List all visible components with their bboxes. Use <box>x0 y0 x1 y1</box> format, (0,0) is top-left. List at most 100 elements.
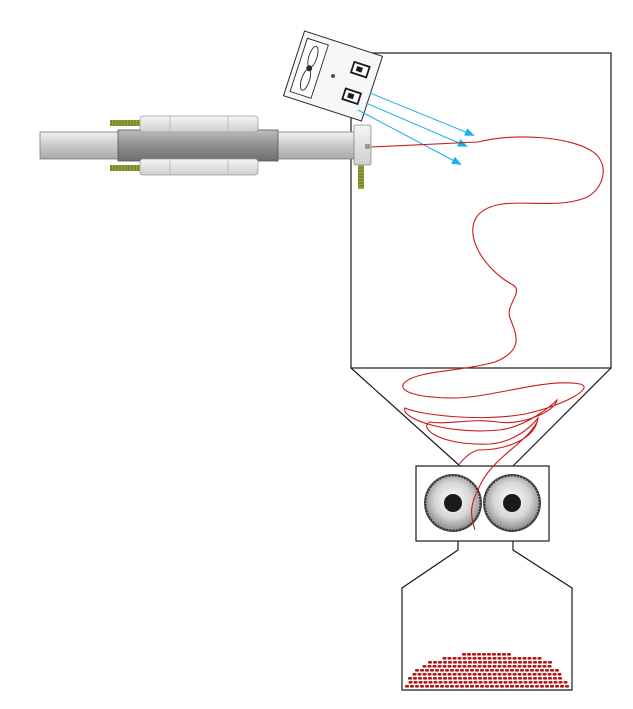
pellet <box>513 677 517 680</box>
pellet <box>477 653 481 656</box>
pellet <box>440 669 444 672</box>
pellet <box>518 661 522 664</box>
pellet <box>422 665 427 668</box>
pellet <box>463 681 468 684</box>
pellet <box>473 661 477 664</box>
pellet <box>550 669 554 672</box>
pellet <box>430 669 434 672</box>
pellet <box>435 685 439 688</box>
pellet <box>537 665 542 668</box>
pellet <box>482 657 487 660</box>
pellet <box>415 685 419 688</box>
pellet <box>493 681 498 684</box>
spring-bottom <box>110 165 140 171</box>
pellet <box>438 681 443 684</box>
pellet <box>468 677 472 680</box>
pellet <box>477 657 482 660</box>
feed-rollers <box>415 465 550 542</box>
pellet <box>518 681 523 684</box>
pellet <box>428 681 433 684</box>
pellet <box>490 669 494 672</box>
pellet <box>445 669 449 672</box>
pellet <box>542 673 547 676</box>
pellet <box>423 677 427 680</box>
pellet <box>492 657 497 660</box>
pellet <box>498 661 502 664</box>
pellet <box>477 665 482 668</box>
pellet <box>448 677 452 680</box>
pellet <box>523 677 527 680</box>
pellet <box>510 669 514 672</box>
pellet <box>462 653 466 656</box>
pellet <box>532 673 537 676</box>
pellet <box>417 673 422 676</box>
pellet <box>433 681 438 684</box>
pellet <box>472 673 477 676</box>
pellet <box>457 673 462 676</box>
pellet <box>458 681 463 684</box>
pellet <box>457 657 462 660</box>
pellet <box>462 665 467 668</box>
pellet <box>460 685 464 688</box>
pellet <box>497 657 502 660</box>
pellet <box>450 685 454 688</box>
pellet <box>508 677 512 680</box>
pellet <box>505 669 509 672</box>
pellet <box>537 657 542 660</box>
pellet <box>483 677 487 680</box>
pellet <box>555 669 559 672</box>
pellet <box>530 669 534 672</box>
pellet <box>508 661 512 664</box>
pellet <box>472 665 477 668</box>
pellet <box>450 669 454 672</box>
pellet <box>455 685 459 688</box>
pellet <box>472 653 476 656</box>
pellet <box>515 669 519 672</box>
collection-hopper <box>350 367 612 467</box>
roller-right <box>483 474 541 532</box>
pellet <box>458 677 462 680</box>
pellet <box>548 677 552 680</box>
pellet <box>462 657 467 660</box>
pellet <box>487 673 492 676</box>
pellet <box>500 685 504 688</box>
pellet <box>502 665 507 668</box>
pellet <box>488 677 492 680</box>
extruder <box>39 115 356 176</box>
pellet <box>475 685 479 688</box>
fiber-strand <box>370 136 604 531</box>
pellet <box>483 681 488 684</box>
pellet <box>533 661 537 664</box>
pellet <box>405 685 409 688</box>
pellet <box>413 677 417 680</box>
pellet <box>478 681 483 684</box>
pellet <box>550 685 554 688</box>
pellet <box>495 685 499 688</box>
pellet <box>525 685 529 688</box>
pellet <box>468 661 472 664</box>
pellet <box>490 685 494 688</box>
pellet <box>408 677 412 680</box>
pellet <box>540 685 544 688</box>
pellet <box>412 673 417 676</box>
pellet <box>538 661 542 664</box>
pellet <box>442 673 447 676</box>
pellet <box>488 681 493 684</box>
pellet <box>553 681 558 684</box>
pellet <box>507 657 512 660</box>
fan-icon <box>289 37 329 99</box>
pellet <box>463 661 467 664</box>
pellet <box>487 665 492 668</box>
pellet <box>480 669 484 672</box>
roller-left <box>424 474 482 532</box>
pellet <box>498 677 502 680</box>
air-stream-3 <box>357 109 462 165</box>
pellet <box>433 661 437 664</box>
pellet <box>415 669 419 672</box>
pellet <box>433 677 437 680</box>
pellet <box>425 685 429 688</box>
pellet <box>518 677 522 680</box>
pellet <box>458 661 462 664</box>
air-streams <box>357 92 475 165</box>
